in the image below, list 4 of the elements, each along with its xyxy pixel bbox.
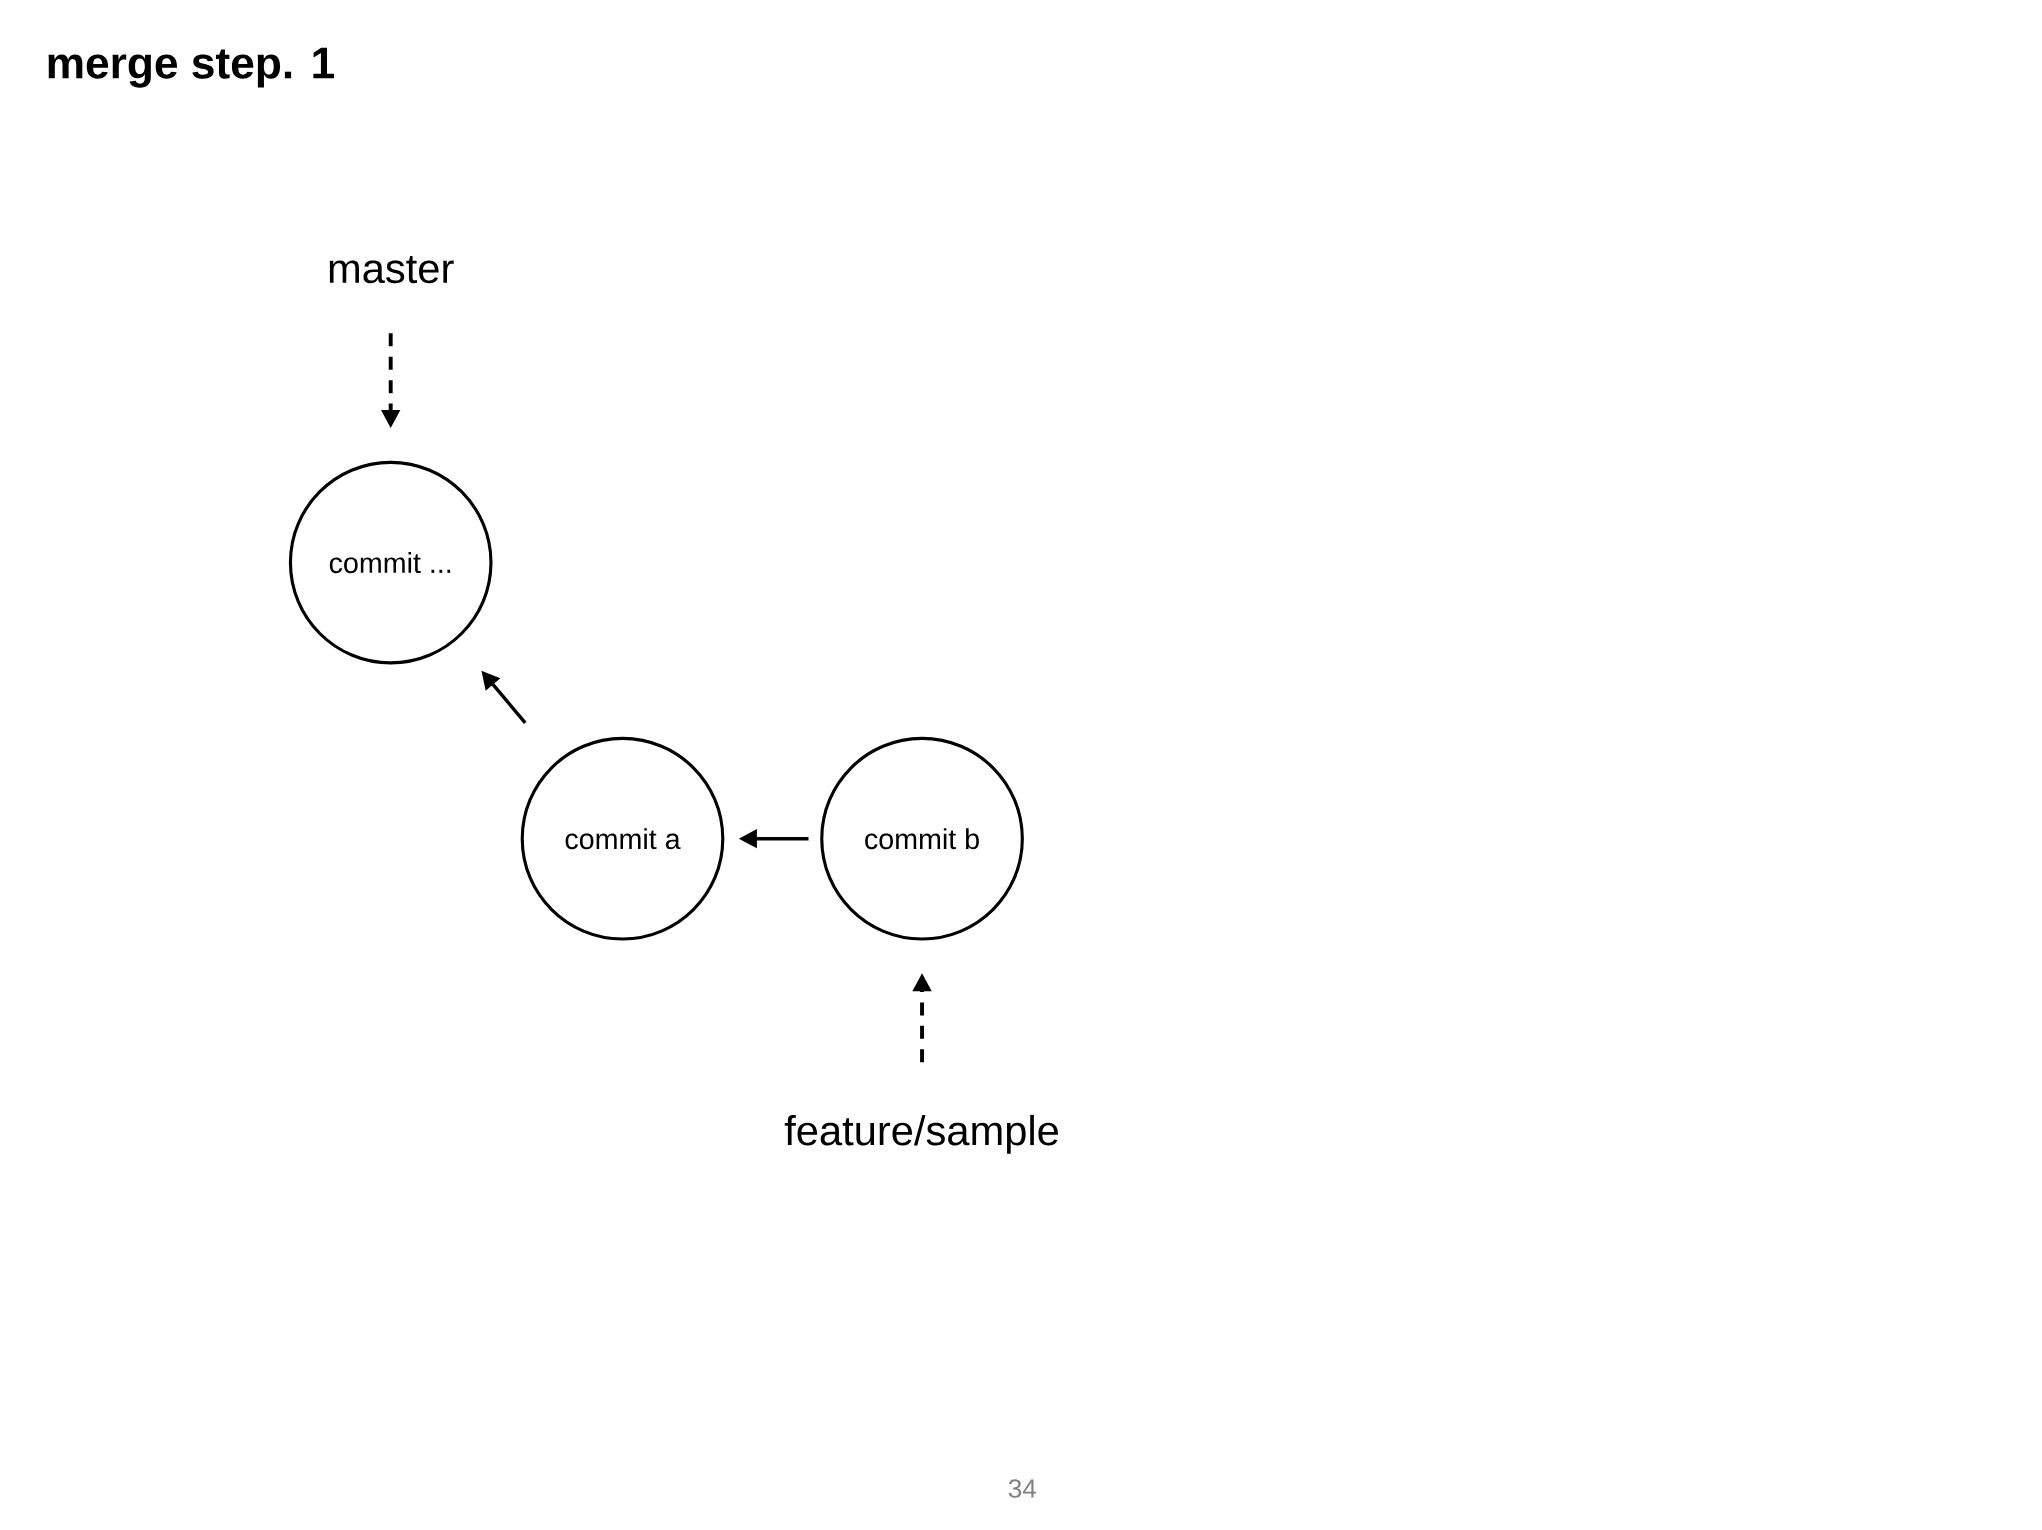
branch-label: feature/sample [784,1114,1058,1154]
page-number: 34 [1008,1479,1037,1498]
branch-label: master [329,255,454,284]
slide-title: merge step. 1 [48,47,334,88]
